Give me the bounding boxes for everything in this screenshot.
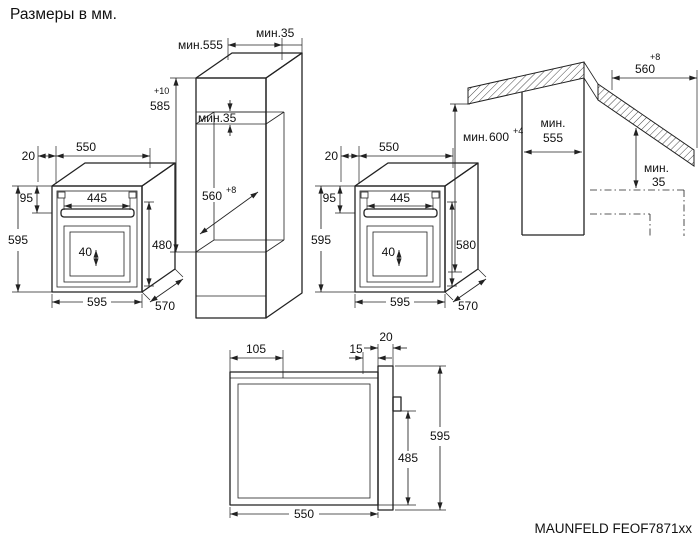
dim-niche-depth-tolerance: +8: [226, 185, 236, 195]
dim-oven-left-top-width: 550: [76, 140, 96, 154]
dim-base-gap: 35: [652, 175, 666, 189]
dim-side-door-thickness: 20: [379, 330, 393, 344]
base-cabinet-drawing: +8 560 мин. 600 +4 мин. 555 мин. 35: [448, 52, 698, 273]
dim-cabinet-min-back-gap: мин.35: [256, 26, 295, 40]
dim-oven-right-depth: 570: [458, 299, 478, 313]
dim-oven-left-panel-height: 95: [20, 191, 34, 205]
oven-left-drawing: 20 550 95 595 445 40 480 595 570: [8, 140, 184, 313]
dim-oven-left-depth: 570: [155, 299, 175, 313]
base-cabinet-body: [467, 61, 695, 236]
tall-cabinet-drawing: мин.555 мин.35 +10 585 мин.35 560 +8: [150, 26, 303, 319]
dim-side-depth: 550: [294, 507, 314, 521]
dim-cabinet-min-depth: мин.555: [178, 38, 223, 52]
side-panel-section: [597, 83, 695, 167]
dim-side-height: 595: [430, 429, 450, 443]
side-view-body: [229, 365, 402, 511]
dim-oven-right-top-width: 550: [379, 140, 399, 154]
dim-oven-right-inner-height: 580: [456, 238, 476, 252]
tall-cabinet-dimensions: мин.555 мин.35 +10 585 мин.35 560 +8: [150, 26, 303, 253]
dim-base-niche-depth: 555: [543, 131, 563, 145]
side-view-drawing: 105 15 20 595 485 550: [229, 330, 450, 521]
dim-oven-left-inner-height: 480: [152, 238, 172, 252]
dim-oven-right-bottom-width: 595: [390, 295, 410, 309]
dim-oven-right-height: 595: [311, 233, 331, 247]
oven-outline-dashed: [590, 189, 685, 236]
handle-profile: [392, 396, 402, 412]
dim-base-gap-min-label: мин.: [644, 161, 669, 175]
door-profile: [377, 365, 394, 511]
dim-oven-left-bottom-width: 595: [87, 295, 107, 309]
dim-side-inner-height: 485: [398, 451, 418, 465]
side-view-dimensions: 105 15 20 595 485 550: [229, 330, 450, 521]
tall-cabinet-body: [195, 52, 303, 319]
model-number: MAUNFELD FEOF7871xx: [534, 521, 692, 536]
dim-side-top-inset: 105: [246, 342, 266, 356]
dim-base-height-min-label: мин.: [463, 130, 488, 144]
dim-side-front-gap: 15: [349, 342, 363, 356]
dim-niche-depth: 560: [202, 189, 222, 203]
dim-base-height: 600: [489, 130, 509, 144]
dim-oven-right-door-offset: 40: [382, 245, 396, 259]
label-backing: [199, 188, 241, 202]
dim-oven-right-panel-height: 95: [323, 191, 337, 205]
dim-base-niche-min-label: мин.: [541, 116, 566, 130]
worktop-section: [467, 61, 585, 105]
oven-left-dimensions: 20 550 95 595 445 40 480 595 570: [8, 140, 184, 313]
dim-base-height-tolerance: +4: [513, 126, 523, 136]
dim-oven-left-door-width: 445: [87, 191, 107, 205]
oven-right-dimensions: 20 550 95 595 445 40 580 595 570: [311, 140, 487, 313]
page-title: Размеры в мм.: [10, 6, 117, 23]
dim-niche-height: 585: [150, 99, 170, 113]
oven-right-body: [354, 162, 479, 293]
dim-oven-right-top-offset: 20: [325, 149, 339, 163]
oven-left-body: [51, 162, 176, 293]
oven-right-drawing: 20 550 95 595 445 40 580 595 570: [311, 140, 487, 313]
dim-oven-right-door-width: 445: [390, 191, 410, 205]
dim-base-depth-tolerance: +8: [650, 52, 660, 62]
dim-oven-left-height: 595: [8, 233, 28, 247]
dim-oven-left-top-offset: 20: [22, 149, 36, 163]
dim-oven-left-door-offset: 40: [79, 245, 93, 259]
dim-niche-height-tolerance: +10: [154, 86, 169, 96]
dim-min-vent-gap: мин.35: [198, 111, 237, 125]
base-cabinet-dimensions: +8 560 мин. 600 +4 мин. 555 мин. 35: [448, 52, 698, 273]
dim-base-depth: 560: [635, 62, 655, 76]
